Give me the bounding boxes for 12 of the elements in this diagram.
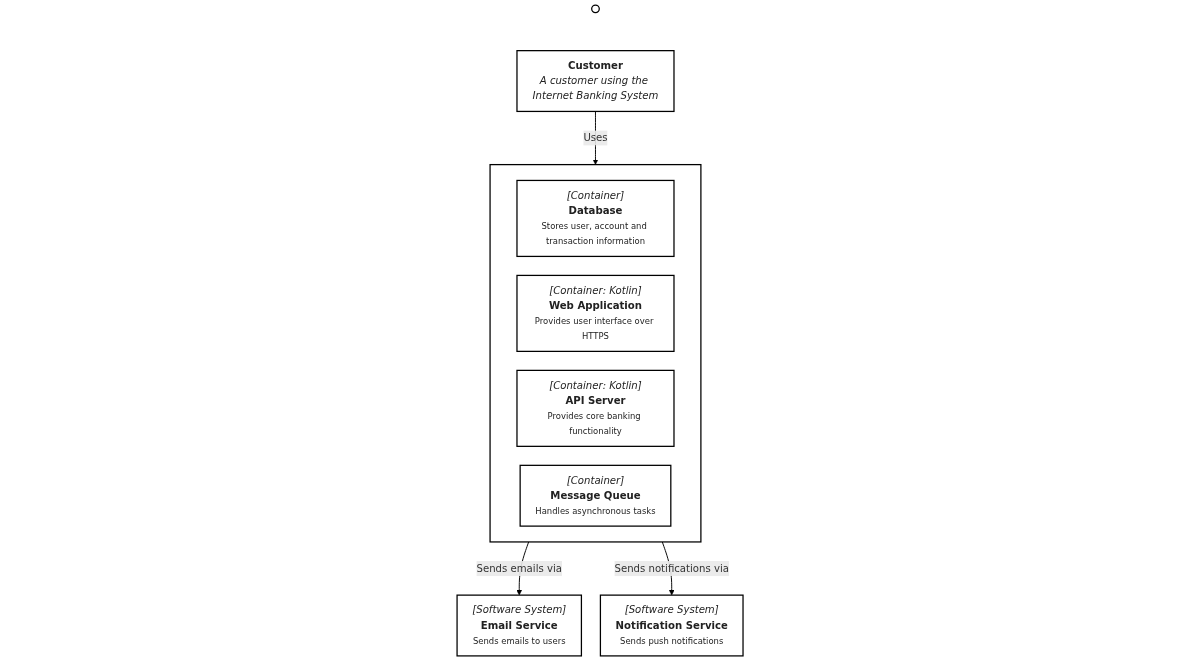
node-box: [Software System] Notification Service Sends push notifications: [599, 594, 744, 657]
edge-label: Sends notifications via: [614, 562, 729, 575]
node-box: [Software System] Email Service Sends emails to users: [456, 594, 582, 657]
cluster: [489, 164, 702, 543]
edge-label: Sends emails via: [476, 562, 562, 575]
node-box: [Container: Kotlin] Web Application Provides user interface over HTTPS: [516, 274, 675, 353]
node-box: Customer A customer using the Internet Banking System: [516, 50, 675, 113]
node-box: [Container: Kotlin] API Server Provides core banking functionality: [516, 369, 675, 447]
edge-label: Uses: [583, 131, 608, 144]
node-box: [Container] Message Queue Handles asynchronous tasks: [519, 464, 672, 527]
node-box: [Container] Database Stores user, account and transaction information: [516, 179, 675, 258]
node-person: [591, 4, 600, 14]
